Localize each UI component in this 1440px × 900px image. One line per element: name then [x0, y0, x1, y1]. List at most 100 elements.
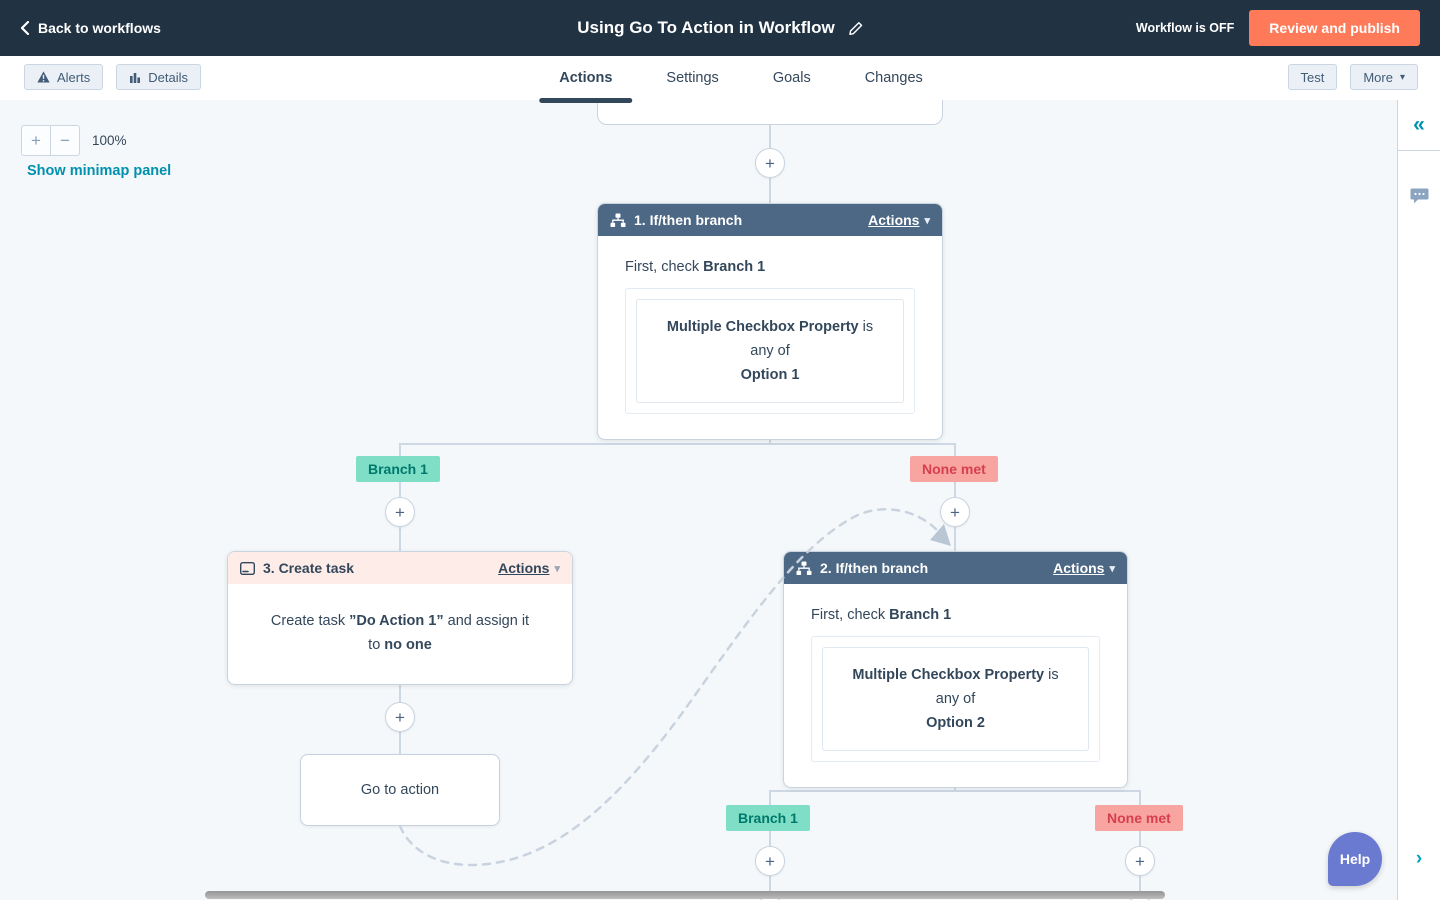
condition-operator: is any of	[935, 667, 1059, 707]
connector-line	[769, 178, 771, 203]
task-assignee: no one	[384, 637, 432, 653]
tab-changes[interactable]: Changes	[838, 56, 950, 100]
check-branch-name: Branch 1	[703, 259, 766, 275]
tab-settings[interactable]: Settings	[639, 56, 745, 100]
test-button[interactable]: Test	[1287, 64, 1338, 90]
node-if-then-1-header: 1. If/then branch Actions ▾	[598, 204, 942, 236]
connector-line	[399, 732, 401, 754]
plus-icon: +	[950, 502, 960, 522]
check-prefix: First, check	[811, 607, 890, 623]
if-then-branch-icon	[796, 561, 812, 576]
help-button[interactable]: Help	[1328, 832, 1382, 886]
node-if-then-2[interactable]: 2. If/then branch Actions ▾ First, check…	[783, 551, 1128, 788]
tab-goals[interactable]: Goals	[746, 56, 838, 100]
node-title: 1. If/then branch	[634, 212, 743, 228]
collapse-panel-button[interactable]: «	[1398, 100, 1440, 151]
back-to-workflows-link[interactable]: Back to workflows	[20, 20, 161, 36]
review-and-publish-button[interactable]: Review and publish	[1249, 10, 1420, 46]
node-create-task-3[interactable]: 3. Create task Actions ▾ Create task ”Do…	[227, 551, 573, 685]
task-name: ”Do Action 1”	[349, 613, 444, 629]
tab-actions[interactable]: Actions	[532, 56, 639, 103]
node-actions-menu[interactable]: Actions ▾	[1053, 560, 1115, 576]
test-label: Test	[1300, 69, 1325, 85]
node-actions-menu-label: Actions	[498, 560, 550, 576]
plus-icon: +	[395, 502, 405, 522]
connector-line	[954, 443, 956, 456]
chevron-right-icon: ›	[1415, 848, 1423, 869]
connector-line	[769, 831, 771, 846]
if-then-branch-icon	[610, 213, 626, 228]
horizontal-scrollbar[interactable]	[205, 891, 1165, 899]
connector-line	[769, 125, 771, 148]
connector-line	[954, 482, 956, 497]
add-action-button[interactable]: +	[1125, 846, 1155, 876]
zoom-out-button[interactable]: −	[50, 125, 80, 156]
alerts-button[interactable]: Alerts	[24, 64, 104, 90]
plus-icon: +	[31, 130, 41, 150]
connector-line	[399, 527, 401, 551]
node-if-then-1-body: First, check Branch 1 Multiple Checkbox …	[598, 236, 942, 414]
condition-card[interactable]: Multiple Checkbox Property is any of Opt…	[636, 299, 904, 403]
navbar-right: Workflow is OFF Review and publish	[1136, 10, 1420, 46]
connector-line	[769, 790, 771, 805]
toolbar-left: Alerts Details	[24, 64, 201, 90]
node-actions-menu-label: Actions	[868, 212, 920, 228]
node-partial-top[interactable]	[597, 100, 943, 125]
check-prefix: First, check	[625, 259, 704, 275]
bar-chart-icon	[129, 71, 141, 83]
more-button[interactable]: More ▾	[1350, 64, 1418, 90]
workflow-canvas[interactable]: + − 100% Show minimap panel + + + + +	[0, 100, 1397, 900]
plus-icon: +	[765, 851, 775, 871]
node-actions-menu[interactable]: Actions ▾	[498, 560, 560, 576]
tab-changes-label: Changes	[864, 70, 923, 86]
double-chevron-left-icon: «	[1413, 113, 1425, 136]
connector-line	[769, 790, 1141, 792]
branch-label-met: Branch 1	[356, 456, 440, 482]
alerts-label: Alerts	[57, 69, 91, 85]
add-action-button[interactable]: +	[755, 846, 785, 876]
details-button[interactable]: Details	[116, 64, 201, 90]
connector-line	[769, 876, 771, 900]
tab-actions-label: Actions	[559, 70, 613, 86]
condition-property: Multiple Checkbox Property	[666, 319, 859, 335]
add-action-button[interactable]: +	[940, 497, 970, 527]
editor-toolbar: Alerts Details Actions Settings Goals Ch…	[0, 56, 1440, 103]
plus-icon: +	[1135, 851, 1145, 871]
add-action-button[interactable]: +	[385, 497, 415, 527]
task-card-icon	[240, 561, 255, 575]
caret-down-icon: ▾	[1399, 71, 1405, 83]
edit-title-pencil-icon[interactable]	[848, 21, 863, 36]
condition-property: Multiple Checkbox Property	[852, 667, 1045, 683]
node-create-task-3-header: 3. Create task Actions ▾	[228, 552, 572, 584]
branch-label-none-met: None met	[1095, 805, 1183, 831]
condition-card[interactable]: Multiple Checkbox Property is any of Opt…	[822, 647, 1089, 751]
node-actions-menu-label: Actions	[1053, 560, 1105, 576]
more-label: More	[1363, 69, 1393, 85]
node-actions-menu[interactable]: Actions ▾	[868, 212, 930, 228]
right-sidebar: « ›	[1397, 100, 1440, 900]
condition-value: Option 1	[740, 367, 800, 383]
go-to-action-label: Go to action	[360, 782, 440, 798]
node-title: 2. If/then branch	[820, 560, 929, 576]
minus-icon: −	[60, 130, 70, 150]
connector-line	[1139, 790, 1141, 805]
connector-line	[399, 482, 401, 497]
help-label: Help	[1339, 851, 1371, 867]
caret-down-icon: ▾	[924, 214, 930, 227]
condition-group: Multiple Checkbox Property is any of Opt…	[811, 636, 1100, 762]
show-minimap-link[interactable]: Show minimap panel	[27, 163, 172, 179]
expand-chevron-button[interactable]: ›	[1398, 848, 1440, 870]
add-action-button[interactable]: +	[755, 148, 785, 178]
add-action-button[interactable]: +	[385, 702, 415, 732]
workflow-status-text: Workflow is OFF	[1135, 21, 1235, 35]
node-go-to-action[interactable]: Go to action	[300, 754, 500, 826]
branch-label-met: Branch 1	[726, 805, 810, 831]
connector-line	[1139, 876, 1141, 900]
node-if-then-1[interactable]: 1. If/then branch Actions ▾ First, check…	[597, 203, 943, 440]
connector-line	[399, 443, 956, 445]
warning-triangle-icon	[37, 71, 50, 83]
zoom-in-button[interactable]: +	[21, 125, 51, 156]
plus-icon: +	[765, 153, 775, 173]
comments-button[interactable]	[1398, 188, 1440, 205]
